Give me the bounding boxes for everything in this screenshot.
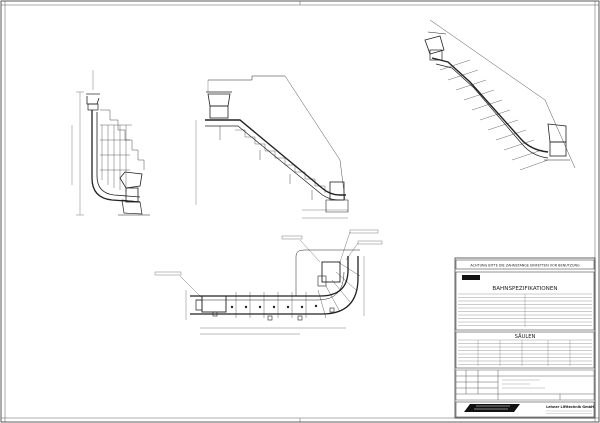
columns-table xyxy=(458,339,592,366)
warning-note: ACHTUNG BITTE DIE ZAHNSTANGE EINFETTEN V… xyxy=(470,264,580,268)
spec-section-title: BAHNSPEZIFIKATIONEN xyxy=(492,286,557,292)
revision-block xyxy=(455,369,595,401)
isometric-view xyxy=(424,19,576,171)
company-logo xyxy=(464,404,520,412)
title-block: ACHTUNG BITTE DIE ZAHNSTANGE EINFETTEN V… xyxy=(454,257,596,419)
spec-table xyxy=(458,293,592,327)
side-view-middle xyxy=(195,75,349,219)
company-name: Lehner Lifttechnik GmbH xyxy=(546,405,594,409)
black-marker xyxy=(462,275,480,280)
plan-view xyxy=(154,229,383,335)
side-view-left xyxy=(71,70,150,216)
columns-section-title: SÄULEN xyxy=(515,333,536,340)
